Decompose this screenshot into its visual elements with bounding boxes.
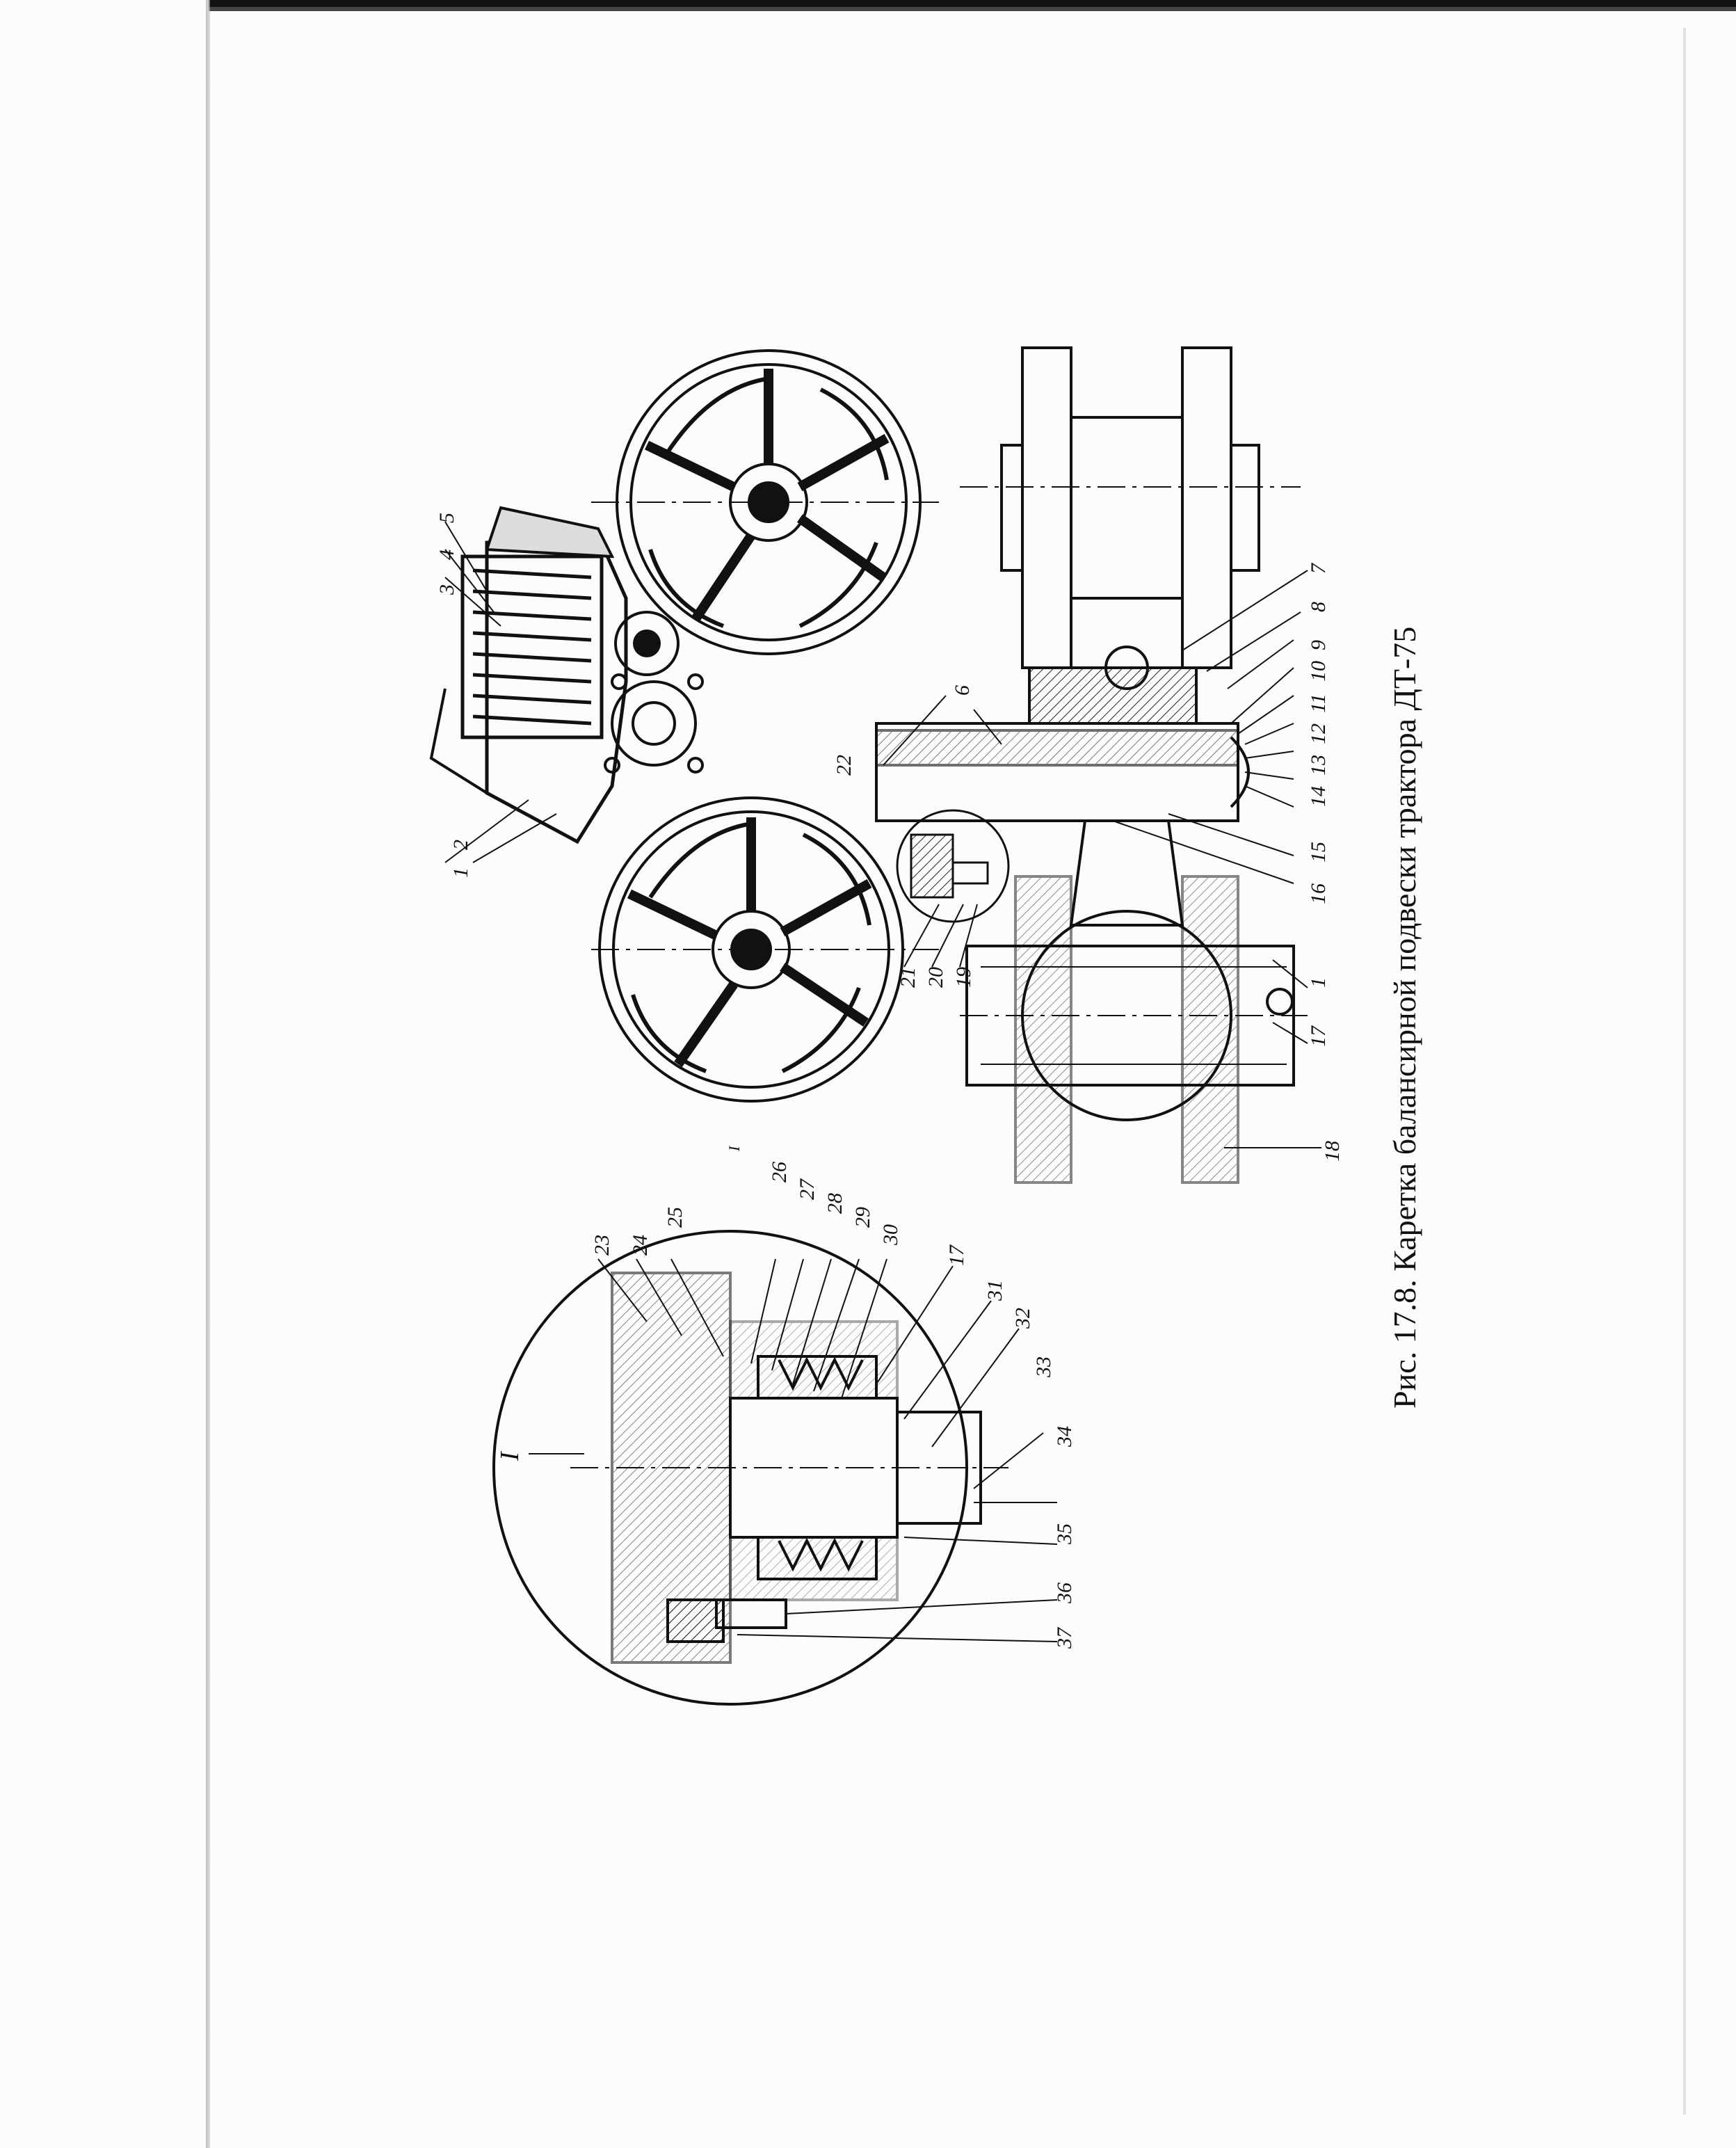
- label-13: 13: [1307, 755, 1330, 776]
- label-15: 15: [1307, 842, 1330, 863]
- label-31: 31: [983, 1280, 1006, 1301]
- label-14: 14: [1307, 786, 1330, 807]
- side-view-carriage: [429, 349, 939, 1103]
- scan-edge-left: [206, 0, 210, 2148]
- label-28: 28: [823, 1193, 846, 1214]
- label-5: 5: [435, 513, 458, 523]
- label-37: 37: [1053, 1626, 1076, 1649]
- label-1-right: 1: [1307, 977, 1330, 988]
- label-27: 27: [796, 1178, 819, 1200]
- label-16: 16: [1307, 883, 1330, 904]
- label-23: 23: [590, 1235, 613, 1256]
- label-20: 20: [924, 967, 947, 988]
- label-25: 25: [664, 1207, 686, 1228]
- label-21: 21: [897, 967, 919, 988]
- callout-labels: 1 2 3 4 5 6 7 8 9 10 11 12 13 14 15 16 1…: [435, 513, 1344, 1649]
- label-34: 34: [1053, 1426, 1076, 1448]
- scan-edge-top: [209, 0, 1736, 18]
- label-33: 33: [1032, 1356, 1055, 1378]
- scan-edge-right: [1683, 28, 1686, 2115]
- label-24: 24: [629, 1235, 652, 1256]
- label-29: 29: [851, 1207, 874, 1228]
- label-3: 3: [435, 584, 458, 595]
- label-2: 2: [449, 840, 472, 850]
- label-32: 32: [1011, 1308, 1034, 1329]
- label-8: 8: [1307, 602, 1330, 612]
- label-4: 4: [435, 550, 458, 560]
- label-9: 9: [1307, 640, 1330, 650]
- label-18: 18: [1321, 1141, 1344, 1162]
- label-7: 7: [1307, 562, 1330, 574]
- detail-leaders: [529, 1258, 1058, 1642]
- label-1: 1: [449, 867, 472, 878]
- label-12: 12: [1307, 723, 1330, 744]
- label-35: 35: [1053, 1523, 1076, 1545]
- label-11: 11: [1307, 694, 1330, 713]
- label-10: 10: [1307, 661, 1330, 682]
- label-17-detail: 17: [945, 1244, 968, 1266]
- label-30: 30: [879, 1224, 902, 1246]
- section-mark-I: I: [495, 1450, 524, 1461]
- section-mark-I-small: I: [725, 1145, 743, 1152]
- label-6: 6: [951, 685, 974, 696]
- detail-circle-small: [896, 809, 1010, 923]
- label-26: 26: [768, 1162, 791, 1183]
- figure-caption: Рис. 17.8. Каретка балансирной подвески …: [1387, 627, 1422, 1409]
- label-17: 17: [1307, 1025, 1330, 1047]
- leader-lines: [444, 521, 1321, 1148]
- label-19: 19: [952, 967, 975, 988]
- front-section-view: [875, 346, 1308, 1184]
- detail-view-I: [492, 1230, 1008, 1706]
- road-wheel-upper: [616, 349, 922, 655]
- label-36: 36: [1053, 1582, 1076, 1604]
- label-22: 22: [833, 755, 855, 776]
- spring: [460, 554, 604, 739]
